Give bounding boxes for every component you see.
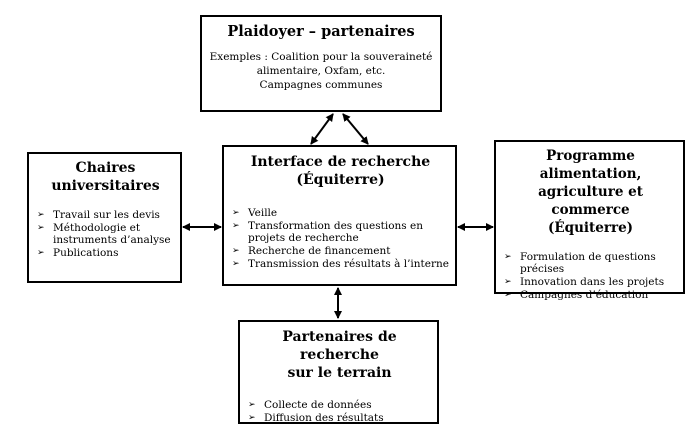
arrow-bullet-icon: ➢ — [232, 221, 240, 231]
plaidoyer-line: alimentaire, Oxfam, etc. — [256, 65, 386, 77]
list-item: ➢ Méthodologie et instruments d’analyse — [37, 222, 174, 246]
list-item: ➢ Travail sur les devis — [37, 209, 174, 221]
arrow-plaidoyer-interface-left — [310, 113, 334, 145]
interface-title: Interface de recherche (Équiterre) — [232, 153, 449, 189]
list-item: ➢ Innovation dans les projets — [504, 276, 677, 288]
chaires-title-line: universitaires — [51, 178, 160, 194]
chaires-list: ➢ Travail sur les devis ➢ Méthodologie et … — [37, 209, 174, 259]
list-item-label: Transformation des questions en projets … — [248, 220, 423, 244]
programme-box: Programme alimentation, agriculture et c… — [494, 140, 685, 301]
list-item: ➢ Formulation de questions précises — [504, 251, 677, 275]
list-item-label: Méthodologie et instruments d’analyse — [53, 222, 171, 246]
list-item-label: Publications — [53, 247, 119, 259]
plaidoyer-title: Plaidoyer – partenaires — [227, 23, 415, 40]
arrow-bullet-icon: ➢ — [504, 290, 512, 300]
list-item: ➢ Collecte de données — [248, 399, 431, 411]
programme-title-line: agriculture et commerce — [538, 184, 643, 218]
chaires-title-line: Chaires — [75, 160, 136, 176]
arrow-bullet-icon: ➢ — [37, 210, 45, 220]
interface-list: ➢ Veille ➢ Transformation des questions en… — [232, 207, 449, 270]
list-item: ➢ Veille — [232, 207, 449, 219]
interface-title-line: (Équiterre) — [296, 172, 385, 188]
chaires-box: Chaires universitaires ➢ Travail sur les … — [27, 152, 182, 283]
terrain-title-line: sur le terrain — [287, 365, 392, 381]
programme-title-line: (Équiterre) — [547, 220, 634, 236]
terrain-box: Partenaires de recherche sur le terrain … — [238, 320, 439, 424]
programme-title-line: Programme alimentation, — [539, 148, 642, 182]
list-item: ➢ Diffusion des résultats — [248, 412, 431, 424]
arrow-bullet-icon: ➢ — [504, 252, 512, 262]
plaidoyer-box: Plaidoyer – partenaires Exemples : Coali… — [200, 15, 442, 112]
list-item-label: Diffusion des résultats — [264, 412, 384, 424]
list-item: ➢ Campagnes d’éducation — [504, 289, 677, 301]
terrain-title-line: Partenaires de recherche — [282, 329, 397, 363]
list-item: ➢ Transmission des résultats à l’interne — [232, 258, 449, 270]
interface-box: Interface de recherche (Équiterre) ➢ Veil… — [222, 145, 457, 286]
list-item: ➢ Publications — [37, 247, 174, 259]
arrow-bullet-icon: ➢ — [37, 248, 45, 258]
terrain-list: ➢ Collecte de données ➢ Diffusion des résu… — [248, 399, 431, 424]
arrow-bullet-icon: ➢ — [37, 223, 45, 233]
list-item-label: Veille — [248, 207, 278, 219]
list-item-label: Innovation dans les projets — [520, 276, 665, 288]
list-item-label: Travail sur les devis — [53, 209, 160, 221]
arrow-bullet-icon: ➢ — [248, 413, 256, 423]
arrow-bullet-icon: ➢ — [504, 277, 512, 287]
plaidoyer-description: Exemples : Coalition pour la souverainet… — [202, 50, 440, 92]
arrow-plaidoyer-interface-right — [342, 113, 369, 145]
list-item-label: Campagnes d’éducation — [520, 289, 649, 301]
list-item-label: Transmission des résultats à l’interne — [248, 258, 449, 270]
terrain-title: Partenaires de recherche sur le terrain — [248, 328, 431, 382]
programme-list: ➢ Formulation de questions précises ➢ Inno… — [504, 251, 677, 301]
arrow-bullet-icon: ➢ — [232, 259, 240, 269]
list-item-label: Recherche de financement — [248, 245, 391, 257]
programme-title: Programme alimentation, agriculture et c… — [504, 147, 677, 237]
plaidoyer-line: Exemples : Coalition pour la souverainet… — [209, 51, 433, 63]
list-item: ➢ Transformation des questions en projets… — [232, 220, 449, 244]
plaidoyer-line: Campagnes communes — [259, 79, 383, 91]
interface-title-line: Interface de recherche — [250, 154, 431, 170]
chaires-title: Chaires universitaires — [37, 159, 174, 195]
list-item-label: Formulation de questions précises — [520, 251, 656, 275]
arrow-bullet-icon: ➢ — [232, 246, 240, 256]
arrow-bullet-icon: ➢ — [232, 208, 240, 218]
arrow-bullet-icon: ➢ — [248, 400, 256, 410]
list-item: ➢ Recherche de financement — [232, 245, 449, 257]
list-item-label: Collecte de données — [264, 399, 372, 411]
